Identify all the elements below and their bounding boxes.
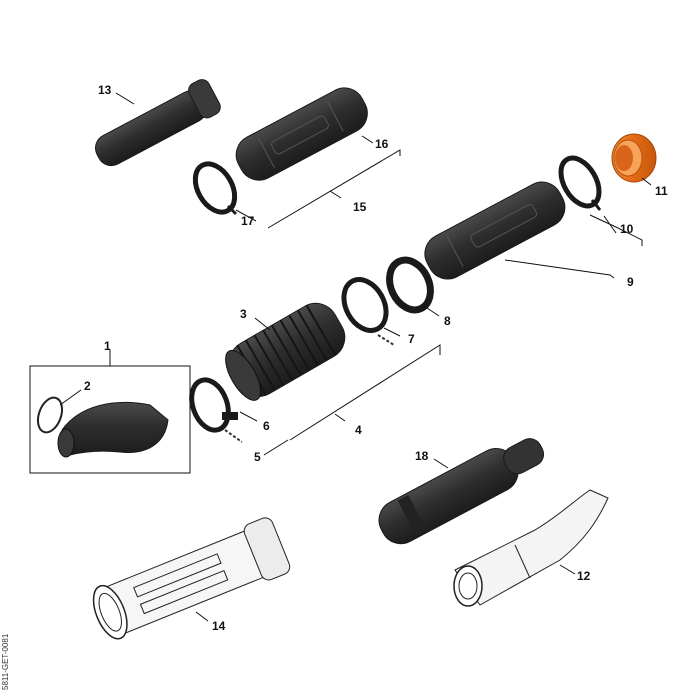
label-14: 14: [212, 619, 226, 633]
part-7-ring[interactable]: [336, 272, 395, 346]
figure-id: 5811-GET-0081: [1, 633, 10, 690]
label-5: 5: [254, 450, 261, 464]
label-18: 18: [415, 449, 429, 463]
part-2-ring[interactable]: [34, 394, 67, 435]
label-12: 12: [577, 569, 591, 583]
label-6: 6: [263, 419, 270, 433]
label-17: 17: [241, 214, 255, 228]
part-10-clamp[interactable]: [553, 151, 607, 212]
label-11: 11: [655, 184, 668, 198]
label-9: 9: [627, 275, 634, 289]
label-15: 15: [353, 200, 367, 214]
part-labels: 13 16 15 17 11 10 9 8 7 3 4 1 2 6 5 18 1…: [84, 83, 668, 633]
part-1-elbow[interactable]: [57, 401, 169, 458]
part-16-tube[interactable]: [229, 81, 374, 187]
label-1: 1: [104, 339, 111, 353]
part-17-clamp[interactable]: [187, 157, 242, 219]
part-13-tube[interactable]: [89, 77, 223, 173]
part-3-hose[interactable]: [218, 295, 353, 406]
part-8-ring[interactable]: [382, 253, 438, 316]
label-13: 13: [98, 83, 112, 97]
label-10: 10: [620, 222, 634, 236]
part-12-nozzle[interactable]: [453, 489, 609, 607]
label-8: 8: [444, 314, 451, 328]
label-2: 2: [84, 379, 91, 393]
label-3: 3: [240, 307, 247, 321]
part-18-tube[interactable]: [372, 427, 552, 550]
leader-lines: [59, 92, 652, 622]
label-4: 4: [355, 423, 362, 437]
part-11-ring[interactable]: [611, 133, 657, 183]
part-14-nozzle[interactable]: [86, 515, 292, 645]
part-6-clamp[interactable]: [185, 375, 243, 443]
part-9-tube[interactable]: [418, 175, 572, 286]
label-7: 7: [408, 332, 415, 346]
label-16: 16: [375, 137, 389, 151]
